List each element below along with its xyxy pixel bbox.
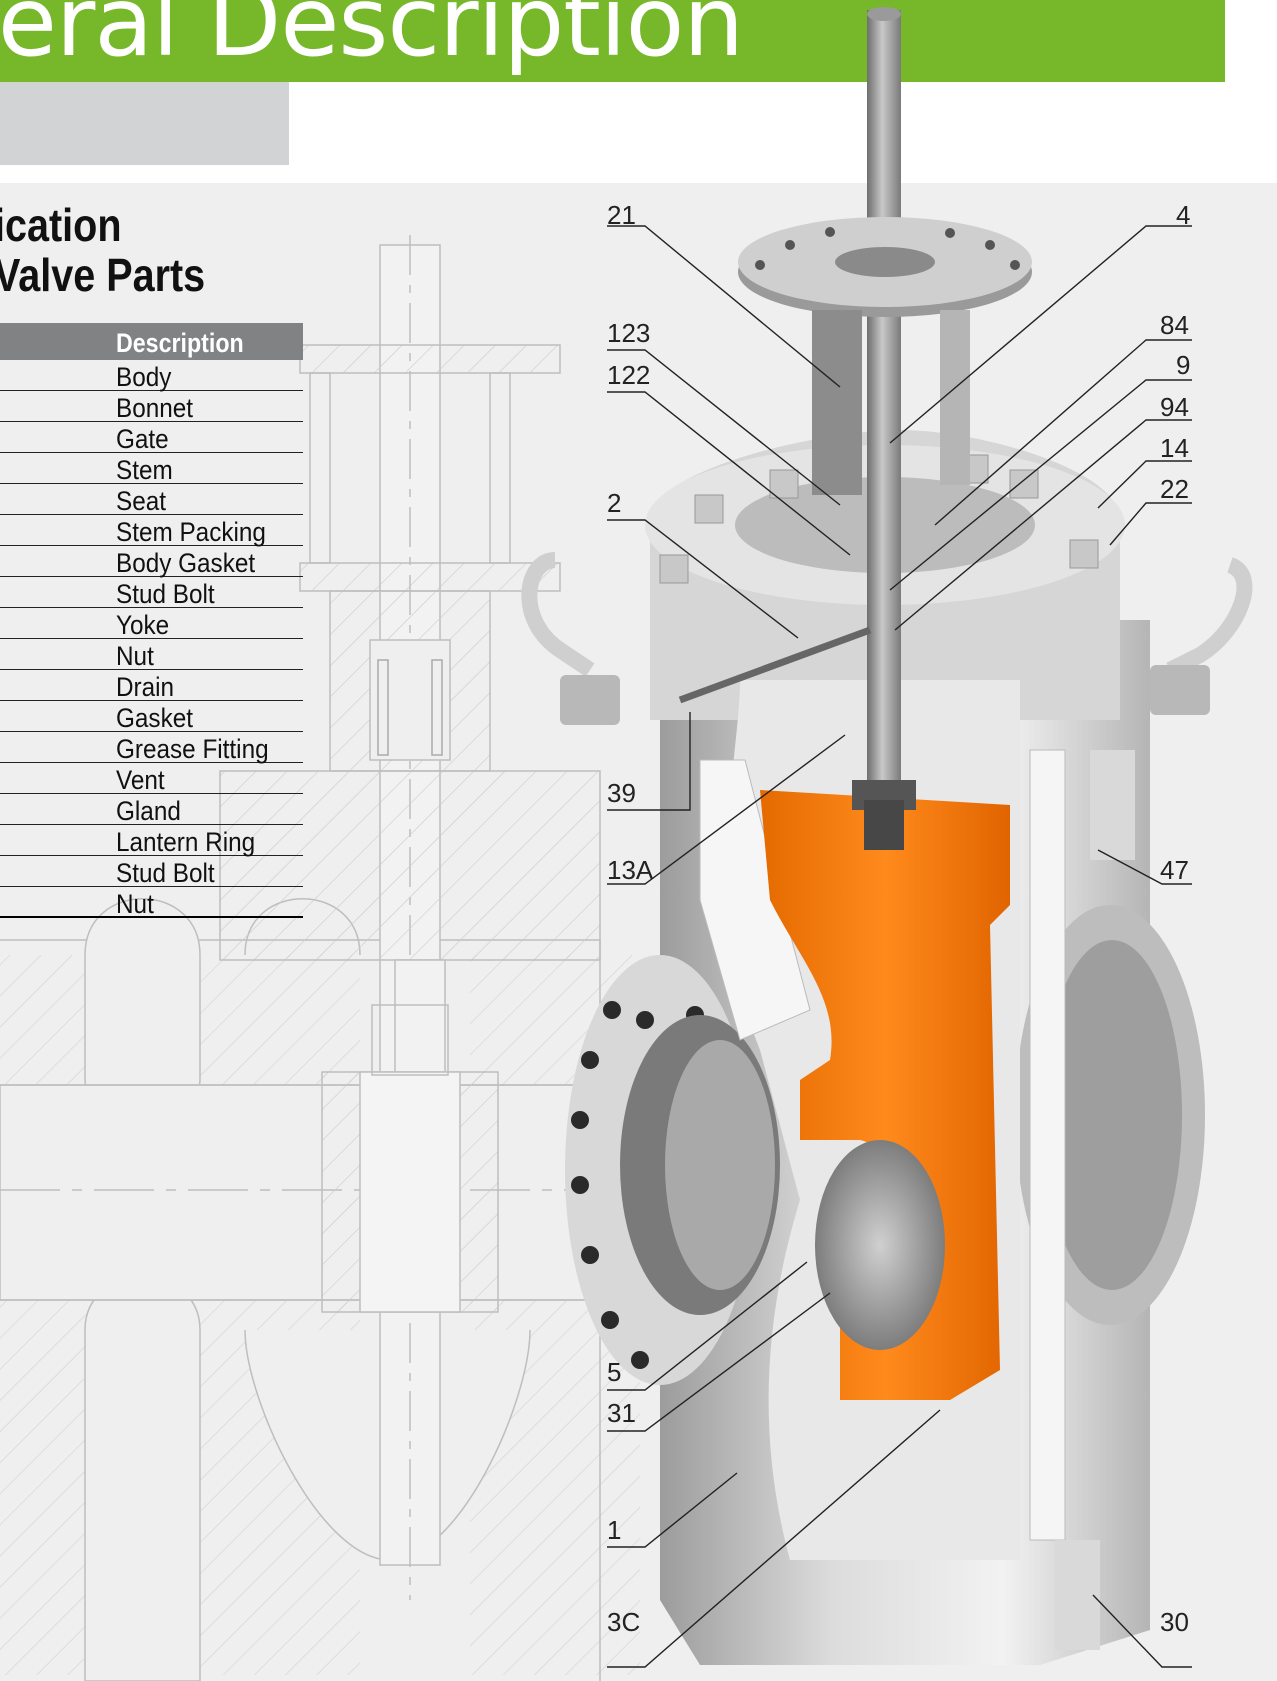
heading-line-2: Valve Parts: [0, 249, 206, 301]
callout-123: 123: [607, 318, 651, 348]
part-description: Stud Bolt: [116, 858, 215, 888]
part-description: Gasket: [116, 703, 193, 733]
table-row: Stem Packing: [0, 515, 303, 547]
part-description: Nut: [116, 889, 154, 919]
callout-9: 9: [1176, 350, 1191, 380]
part-description: Drain: [116, 672, 175, 702]
column-header-description: Description: [116, 328, 244, 358]
part-description: Stem: [116, 455, 173, 485]
part-description: Lantern Ring: [116, 827, 256, 857]
part-description: Gland: [116, 796, 181, 826]
table-row: Bonnet: [0, 391, 303, 423]
callout-39: 39: [607, 778, 636, 808]
callout-3c: 3C: [607, 1607, 641, 1637]
callout-4: 4: [1176, 200, 1191, 230]
part-description: Nut: [116, 641, 154, 671]
table-row: Seat: [0, 484, 303, 516]
table-row: Stud Bolt: [0, 856, 303, 888]
callout-13a: 13A: [607, 855, 654, 885]
callout-2: 2: [607, 488, 622, 518]
heading-line-1: ication: [0, 199, 122, 251]
callout-5: 5: [607, 1357, 622, 1387]
table-row: Gate: [0, 422, 303, 454]
table-row: Nut: [0, 887, 303, 919]
valve-cutaway: [521, 7, 1253, 1665]
table-row: Body: [0, 360, 303, 392]
part-description: Bonnet: [116, 393, 194, 423]
part-description: Seat: [116, 486, 166, 516]
subtitle-tab: [0, 82, 289, 165]
part-description: Stem Packing: [116, 517, 266, 547]
table-row: Lantern Ring: [0, 825, 303, 857]
table-row: Nut: [0, 639, 303, 671]
leader-lines: [607, 225, 1192, 1668]
table-row: Body Gasket: [0, 546, 303, 578]
table-row: Drain: [0, 670, 303, 702]
part-description: Body Gasket: [116, 548, 256, 578]
callout-22: 22: [1160, 474, 1189, 504]
callout-30: 30: [1160, 1607, 1189, 1637]
part-description: Grease Fitting: [116, 734, 269, 764]
table-row: Stud Bolt: [0, 577, 303, 609]
callout-1: 1: [607, 1515, 622, 1545]
part-description: Body: [116, 362, 172, 392]
callout-84: 84: [1160, 310, 1189, 340]
part-description: Stud Bolt: [116, 579, 215, 609]
part-description: Gate: [116, 424, 169, 454]
table-row: Yoke: [0, 608, 303, 640]
section-heading: ication Valve Parts: [0, 200, 205, 300]
parts-table-header: Description: [0, 323, 303, 360]
part-description: Vent: [116, 765, 165, 795]
callout-94: 94: [1160, 392, 1189, 422]
table-row: Gasket: [0, 701, 303, 733]
parts-table: Description Body Bonnet Gate Stem Seat S…: [0, 323, 303, 919]
callout-31: 31: [607, 1398, 636, 1428]
page-title: neral Description: [0, 0, 744, 78]
table-row: Grease Fitting: [0, 732, 303, 764]
part-description: Yoke: [116, 610, 170, 640]
table-row: Vent: [0, 763, 303, 795]
title-banner: neral Description: [0, 0, 1225, 82]
callout-14: 14: [1160, 433, 1189, 463]
table-row: Stem: [0, 453, 303, 485]
callout-122: 122: [607, 360, 651, 390]
callout-21: 21: [607, 200, 636, 230]
callout-47: 47: [1160, 855, 1189, 885]
table-row: Gland: [0, 794, 303, 826]
